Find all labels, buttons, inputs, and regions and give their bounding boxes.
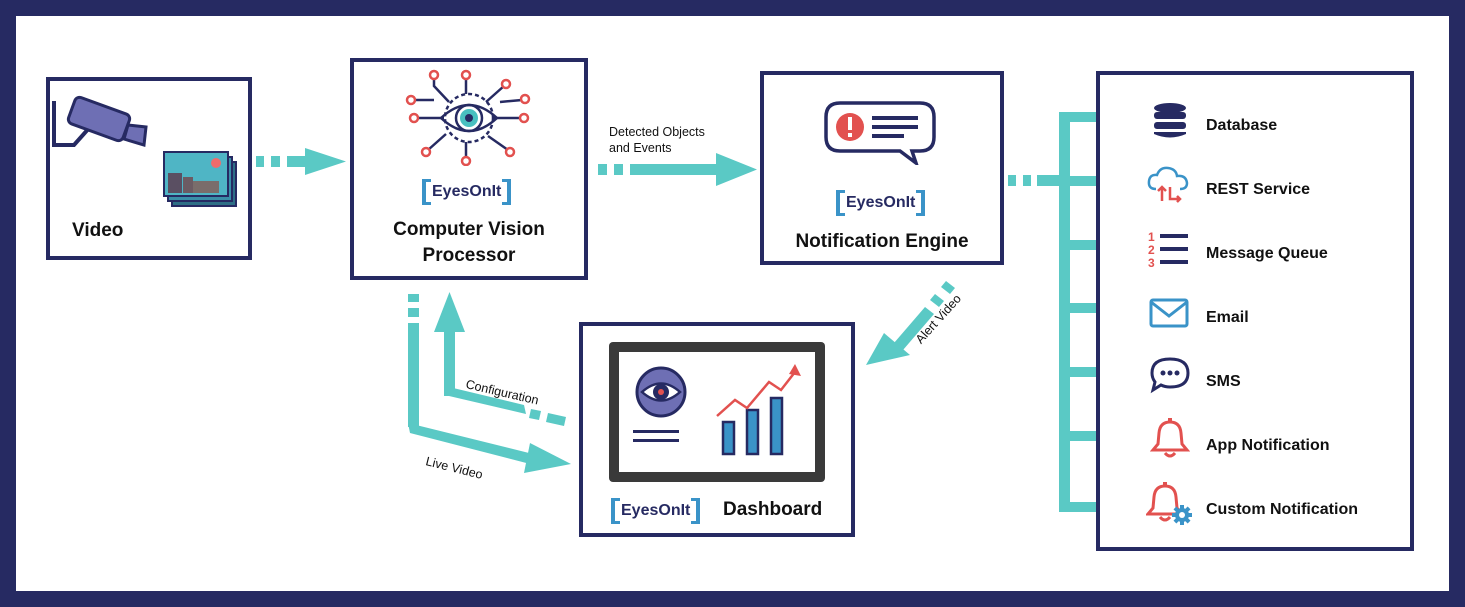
output-label-database: Database [1206,117,1278,134]
notification-engine-box: EyesOnIt Notification Engine [760,71,1004,265]
database-icon [1154,103,1186,138]
engine-title: Notification Engine [795,231,969,252]
dashboard-box: EyesOnIt Dashboard [579,322,855,537]
bell-gear-icon [1146,482,1192,525]
arrow-video-to-processor [256,148,346,175]
alert-message-bubble-icon [824,101,936,165]
label-detected-objects: Detected Objects [609,125,705,139]
eye-icon [635,366,687,418]
dashboard-title: Dashboard [723,499,823,520]
video-source-box: Video [46,77,252,260]
video-label: Video [72,220,124,241]
arrow-configuration [434,292,566,426]
svg-text:1: 1 [1148,230,1155,244]
svg-text:2: 2 [1148,243,1155,257]
processor-title-line2: Processor [422,245,516,266]
photo-stack-icon [163,151,237,207]
bar-chart-icon [721,396,784,456]
ai-eye-circuit-icon [405,69,531,166]
chat-bubble-icon [1150,357,1190,394]
numbered-list-icon: 1 2 3 [1148,230,1188,270]
arrow-live-video [408,294,571,473]
output-label-sms: SMS [1206,373,1241,390]
bell-icon [1150,418,1190,458]
camera-icon [52,95,148,147]
output-label-custom-notification: Custom Notification [1206,501,1358,518]
label-and-events: and Events [609,141,672,155]
trend-arrow-icon [716,371,796,417]
arrow-processor-to-engine [598,153,757,186]
computer-vision-processor-box: EyesOnIt Computer Vision Processor [350,58,588,280]
cloud-sync-icon [1147,166,1189,203]
envelope-icon [1149,298,1189,328]
eyesonit-logo: EyesOnIt [611,498,701,524]
eyesonit-logo: EyesOnIt [422,179,512,205]
output-label-email: Email [1206,309,1249,326]
outputs-box: Database REST Service 1 2 3 Message Queu… [1096,71,1414,551]
eyesonit-logo: EyesOnIt [836,190,926,216]
arrow-alert-video [866,281,955,365]
output-label-rest-service: REST Service [1206,181,1311,198]
monitor-icon [609,342,825,482]
output-label-message-queue: Message Queue [1206,245,1328,262]
output-label-app-notification: App Notification [1206,437,1330,454]
processor-title-line1: Computer Vision [393,219,545,240]
svg-text:3: 3 [1148,256,1155,270]
